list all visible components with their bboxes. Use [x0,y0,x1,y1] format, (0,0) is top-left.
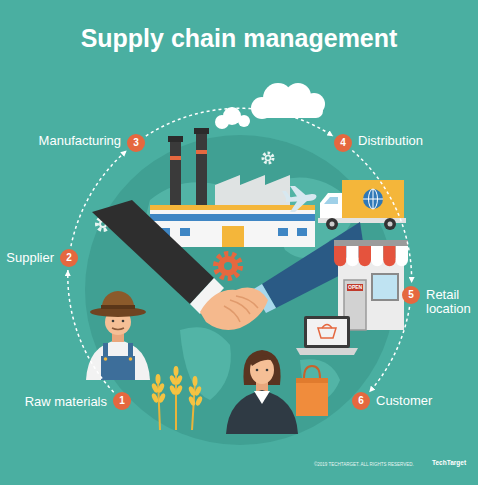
flow-arrow [71,151,127,247]
step-circle: Distribution4 [334,134,352,152]
airplane [282,186,317,212]
wheat [151,366,204,430]
step-label: Supplier [6,251,54,265]
callout-number: 1 [113,392,131,410]
step-label: Distribution [358,134,423,148]
delivery-truck [318,180,406,230]
callout-number: 3 [127,134,145,152]
step-label: Customer [376,394,432,408]
step-label: Retail location [426,288,478,316]
step-label: Raw materials [25,395,107,409]
open-sign: OPEN [347,284,363,291]
shaking-hands [200,288,268,330]
step-circle: Supplier2 [60,249,78,267]
flow-arrow [369,307,409,392]
brand-logo: TechTarget [432,459,466,468]
copyright-note: ©2019 TECHTARGET. ALL RIGHTS RESERVED. [314,462,414,469]
callout-number: 5 [402,286,420,304]
factory [150,128,315,247]
step-circle: Manufacturing3 [127,134,145,152]
flow-arrow [146,108,333,136]
callout-number: 6 [352,392,370,410]
shopping-bag [296,366,328,416]
orange-gear [216,254,240,278]
flow-arrow [352,151,411,283]
laptop [296,316,358,355]
farmer [86,291,150,380]
flow-arrow [68,270,114,392]
callout-number: 2 [60,249,78,267]
woman-customer [226,350,298,434]
step-circle: Retail location5 [402,286,420,304]
title: Supply chain management [0,23,478,53]
step-label: Manufacturing [39,134,121,148]
callout-number: 4 [334,134,352,152]
step-circle: Raw materials1 [113,392,131,410]
step-circle: Customer6 [352,392,370,410]
